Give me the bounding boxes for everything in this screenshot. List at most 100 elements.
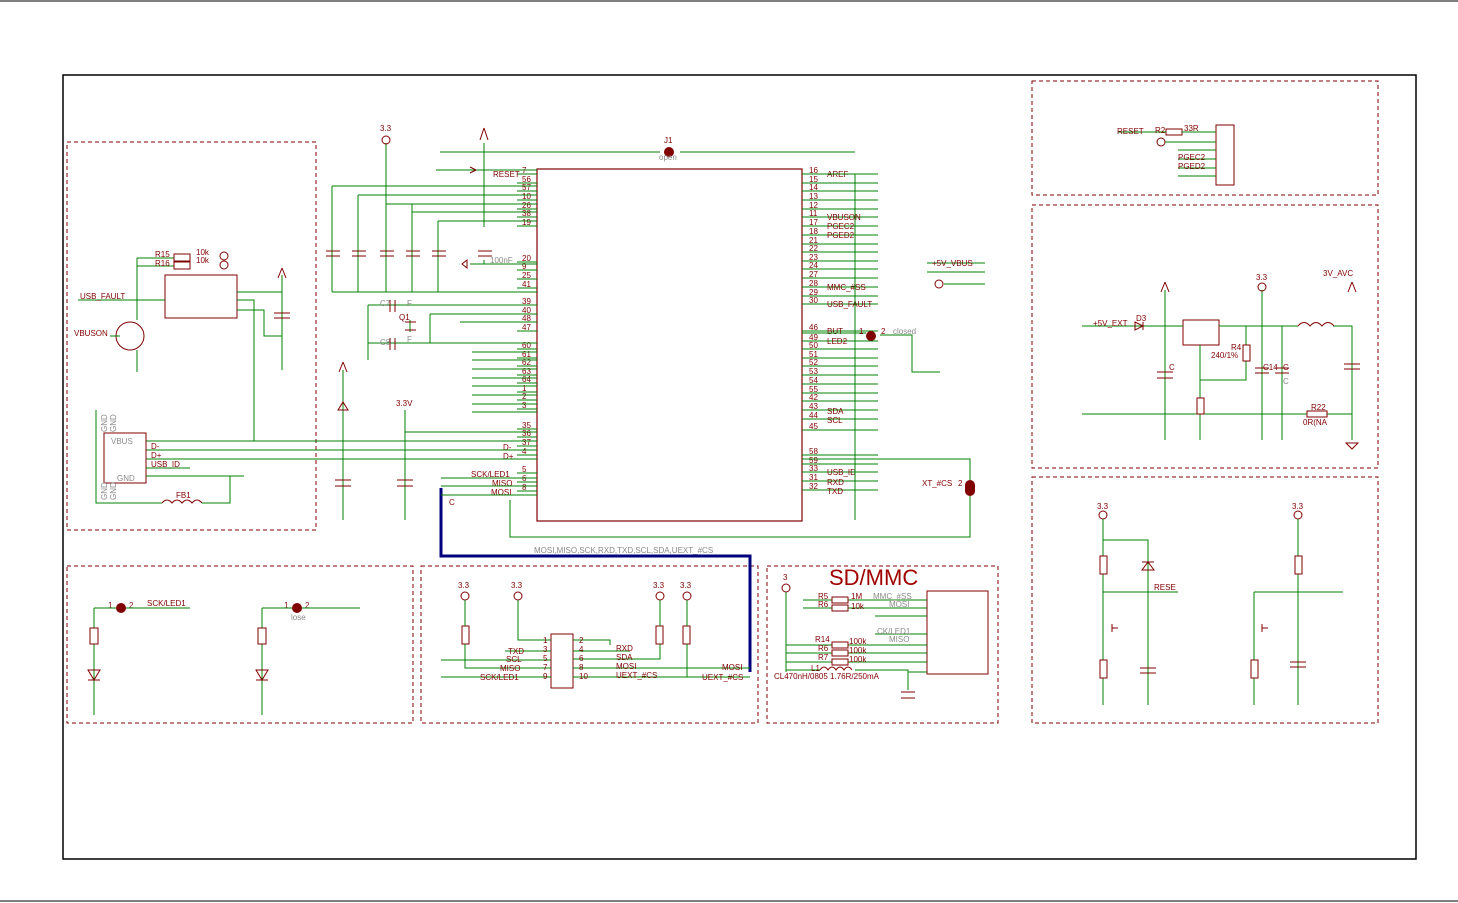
power-33: 3.3 bbox=[1256, 273, 1268, 282]
mcu-dp-label: D+ bbox=[503, 452, 514, 461]
led1-jumper[interactable] bbox=[116, 603, 126, 613]
uext-rxd: RXD bbox=[616, 644, 633, 653]
reset-33b: 3.3 bbox=[1292, 502, 1304, 511]
d3-label: D3 bbox=[1136, 314, 1147, 323]
svg-text:1: 1 bbox=[543, 636, 548, 645]
mcu-usbfault-label: USB_FAULT bbox=[827, 300, 872, 309]
usb-gnd-pin: GND bbox=[117, 474, 135, 483]
mcu-left-pin-number: 9 bbox=[522, 262, 527, 271]
voltage-regulator bbox=[1182, 319, 1220, 346]
r16-label: R16 bbox=[155, 259, 170, 268]
mcu-right-pin-number: 17 bbox=[809, 218, 818, 227]
mcu-reset-label: RESET bbox=[493, 170, 520, 179]
mcu-miso-label: MISO bbox=[492, 479, 512, 488]
sd-33: 3 bbox=[783, 573, 788, 582]
usb-dp-net: D+ bbox=[151, 451, 162, 460]
usb-connector bbox=[103, 432, 147, 484]
mcu-left-pin-number: 26 bbox=[522, 201, 531, 210]
c7-label: C7 bbox=[380, 299, 391, 308]
mcu-left-pin-number: 63 bbox=[522, 367, 531, 376]
cc-label: C bbox=[1283, 363, 1289, 372]
power-block bbox=[1031, 204, 1379, 469]
icsp-resistor bbox=[1165, 128, 1183, 136]
uext-33a: 3.3 bbox=[458, 581, 470, 590]
v33-supply-symbol bbox=[381, 135, 391, 145]
decoupling-wires bbox=[331, 143, 537, 293]
mcu-right-pin-number: 43 bbox=[809, 402, 818, 411]
q1-label: Q1 bbox=[399, 313, 410, 322]
reset-r4 bbox=[1250, 659, 1259, 679]
mcu-left-pin-number: 4 bbox=[522, 447, 527, 456]
r22-resistor bbox=[1306, 410, 1328, 418]
mcu-left-pin-number: 35 bbox=[522, 421, 531, 430]
usb-block bbox=[66, 141, 317, 531]
j1-jumper[interactable] bbox=[664, 147, 674, 157]
sd-r14: R14 bbox=[815, 635, 830, 644]
sd-100k-a: 100k bbox=[849, 637, 867, 646]
reset-r2 bbox=[1099, 659, 1108, 679]
reset-block bbox=[1031, 476, 1379, 724]
vbuson-net: VBUSON bbox=[74, 329, 108, 338]
xtcs-label: XT_#CS bbox=[922, 479, 952, 488]
uext-pin-numbers: 1 2 3 4 5 6 7 8 9 10 bbox=[543, 636, 588, 681]
mcu-left-pin-number: 57 bbox=[522, 183, 531, 192]
drawing-frame bbox=[62, 74, 1417, 860]
mcu-left-pin-number: 40 bbox=[522, 306, 531, 315]
uext-33d: 3.3 bbox=[680, 581, 692, 590]
mcu-left-pin-number: 8 bbox=[522, 483, 527, 492]
mcu-left-pin-number: 37 bbox=[522, 438, 531, 447]
usb-gnd-a: GND bbox=[100, 414, 109, 432]
vbus5-terminal[interactable] bbox=[934, 279, 944, 289]
mcu-left-pin-number: 56 bbox=[522, 175, 531, 184]
mcu-left-pin-number: 20 bbox=[522, 254, 531, 263]
sd-inductor-cap bbox=[819, 666, 915, 699]
f2-label: F bbox=[407, 335, 412, 344]
mcu-left-pin-number: 36 bbox=[522, 429, 531, 438]
svg-text:8: 8 bbox=[579, 663, 584, 672]
usb-gnd-c: GND bbox=[100, 482, 109, 500]
decoupling-caps bbox=[326, 250, 492, 257]
led2-jumper[interactable] bbox=[292, 603, 302, 613]
power-symbols bbox=[1134, 281, 1360, 450]
svg-text:9: 9 bbox=[543, 672, 548, 681]
mcu-led2-label: LED2 bbox=[827, 337, 848, 346]
svg-text:3: 3 bbox=[543, 645, 548, 654]
svg-text:5: 5 bbox=[543, 654, 548, 663]
sdmmc-title: SD/MMC bbox=[829, 565, 918, 590]
reset-33b-supply bbox=[1293, 510, 1303, 520]
sd-wires bbox=[785, 592, 927, 690]
power-33-supply bbox=[1257, 282, 1267, 292]
mcu-rxd-label: RXD bbox=[827, 478, 844, 487]
fb1-label: FB1 bbox=[176, 491, 191, 500]
spi-bus bbox=[439, 488, 752, 672]
mcu-right-pin-number: 22 bbox=[809, 244, 818, 253]
power-switch-ic bbox=[164, 274, 238, 319]
led1-p2: 2 bbox=[129, 601, 134, 610]
v33v-caps bbox=[335, 479, 413, 487]
usb-data-lines bbox=[146, 440, 537, 460]
but-jumper[interactable] bbox=[866, 331, 876, 341]
r4-label: R4 bbox=[1231, 343, 1242, 352]
zener-symbol bbox=[337, 361, 349, 411]
mcu-pged2-label: PGED2 bbox=[827, 231, 855, 240]
v33v-wire bbox=[342, 370, 537, 520]
mcu-left-pin-number: 61 bbox=[522, 350, 531, 359]
icsp-supply bbox=[1156, 137, 1166, 147]
sd-mosi: MOSI bbox=[889, 600, 909, 609]
sd-mmcss: MMC_#SS bbox=[873, 592, 912, 601]
mcu-right-pin-number: 11 bbox=[809, 209, 818, 218]
reset-symbols[interactable] bbox=[1111, 561, 1306, 674]
xtcs-jumper[interactable] bbox=[965, 480, 975, 496]
mcu-right-pin-number: 16 bbox=[809, 166, 818, 175]
mcu-sda-label: SDA bbox=[827, 407, 844, 416]
r15-supply bbox=[219, 251, 229, 261]
svg-text:7: 7 bbox=[543, 663, 548, 672]
r15-label: R15 bbox=[155, 250, 170, 259]
uext-33b: 3.3 bbox=[511, 581, 523, 590]
mcu-right-pin-number: 49 bbox=[809, 333, 818, 342]
xtcs-pin2: 2 bbox=[958, 479, 963, 488]
sd-1m: 1M bbox=[851, 592, 862, 601]
f1-label: F bbox=[407, 299, 412, 308]
mcu-right-pin-number: 50 bbox=[809, 341, 818, 350]
sd-card-socket bbox=[926, 590, 989, 675]
